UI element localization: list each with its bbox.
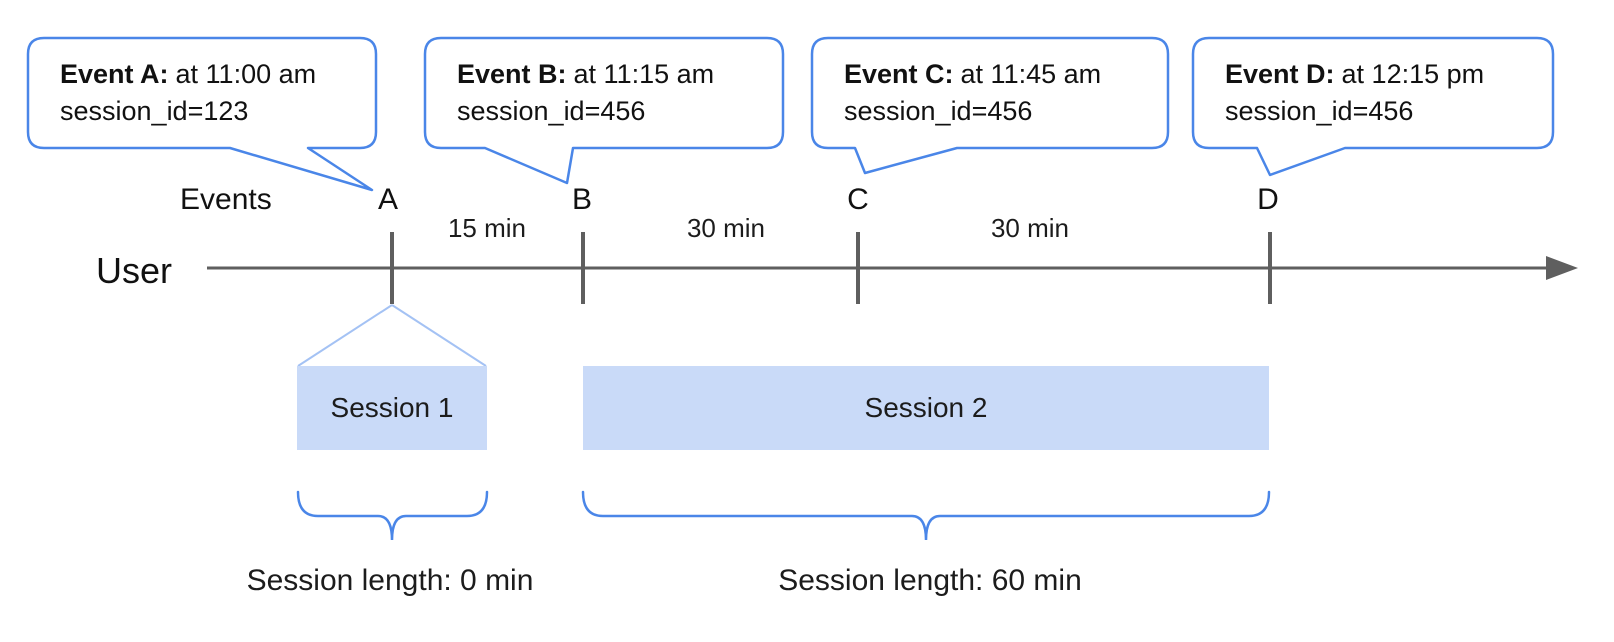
- event-marker-a: A: [377, 183, 399, 216]
- callout-d-text: Event D:at 12:15 pm session_id=456: [1225, 56, 1484, 130]
- callout-c-line1: Event C:at 11:45 am: [844, 56, 1101, 93]
- callout-c-bubble: [810, 36, 1170, 175]
- session1-label: Session 1: [330, 392, 454, 423]
- session1-funnel-left: [297, 304, 393, 367]
- events-row-label: Events: [180, 183, 272, 216]
- user-row-label: User: [96, 250, 173, 291]
- session2-label: Session 2: [864, 392, 988, 423]
- callout-c-text: Event C:at 11:45 am session_id=456: [844, 56, 1101, 130]
- callout-b-time: at 11:15 am: [573, 59, 715, 89]
- callout-d-bubble: [1191, 36, 1555, 177]
- callout-a-line1: Event A:at 11:00 am: [60, 56, 316, 93]
- event-marker-c: C: [847, 183, 869, 216]
- event-marker-b: B: [571, 183, 593, 216]
- gap-label-c-d: 30 min: [990, 213, 1070, 243]
- callout-a-time: at 11:00 am: [175, 59, 317, 89]
- event-marker-d: D: [1257, 183, 1279, 216]
- callout-b-session: session_id=456: [457, 96, 646, 126]
- session1-brace: [296, 490, 489, 541]
- session2-length-label: Session length: 60 min: [778, 564, 1082, 597]
- callout-d-title: Event D:: [1225, 59, 1335, 89]
- callout-d-time: at 12:15 pm: [1341, 59, 1485, 89]
- callout-b-text: Event B:at 11:15 am session_id=456: [457, 56, 714, 130]
- session2-brace: [581, 490, 1271, 541]
- callout-a-text: Event A:at 11:00 am session_id=123: [60, 56, 316, 130]
- callout-b-line1: Event B:at 11:15 am: [457, 56, 714, 93]
- callout-a-bubble: [26, 36, 378, 192]
- callout-c-time: at 11:45 am: [960, 59, 1102, 89]
- session1-bar: [297, 366, 487, 450]
- session1-funnel-right: [391, 304, 487, 367]
- session1-length-label: Session length: 0 min: [246, 564, 534, 597]
- callout-a-session: session_id=123: [60, 96, 249, 126]
- callout-c-session: session_id=456: [844, 96, 1033, 126]
- gap-label-a-b: 15 min: [447, 213, 527, 243]
- session2-bar: [583, 366, 1269, 450]
- callout-d-line1: Event D:at 12:15 pm: [1225, 56, 1484, 93]
- callout-c-title: Event C:: [844, 59, 954, 89]
- callout-b-title: Event B:: [457, 59, 567, 89]
- gap-label-b-c: 30 min: [686, 213, 766, 243]
- callout-b-bubble: [423, 36, 785, 185]
- callout-d-session: session_id=456: [1225, 96, 1414, 126]
- timeline-arrowhead-icon: [1546, 256, 1578, 280]
- callout-a-title: Event A:: [60, 59, 169, 89]
